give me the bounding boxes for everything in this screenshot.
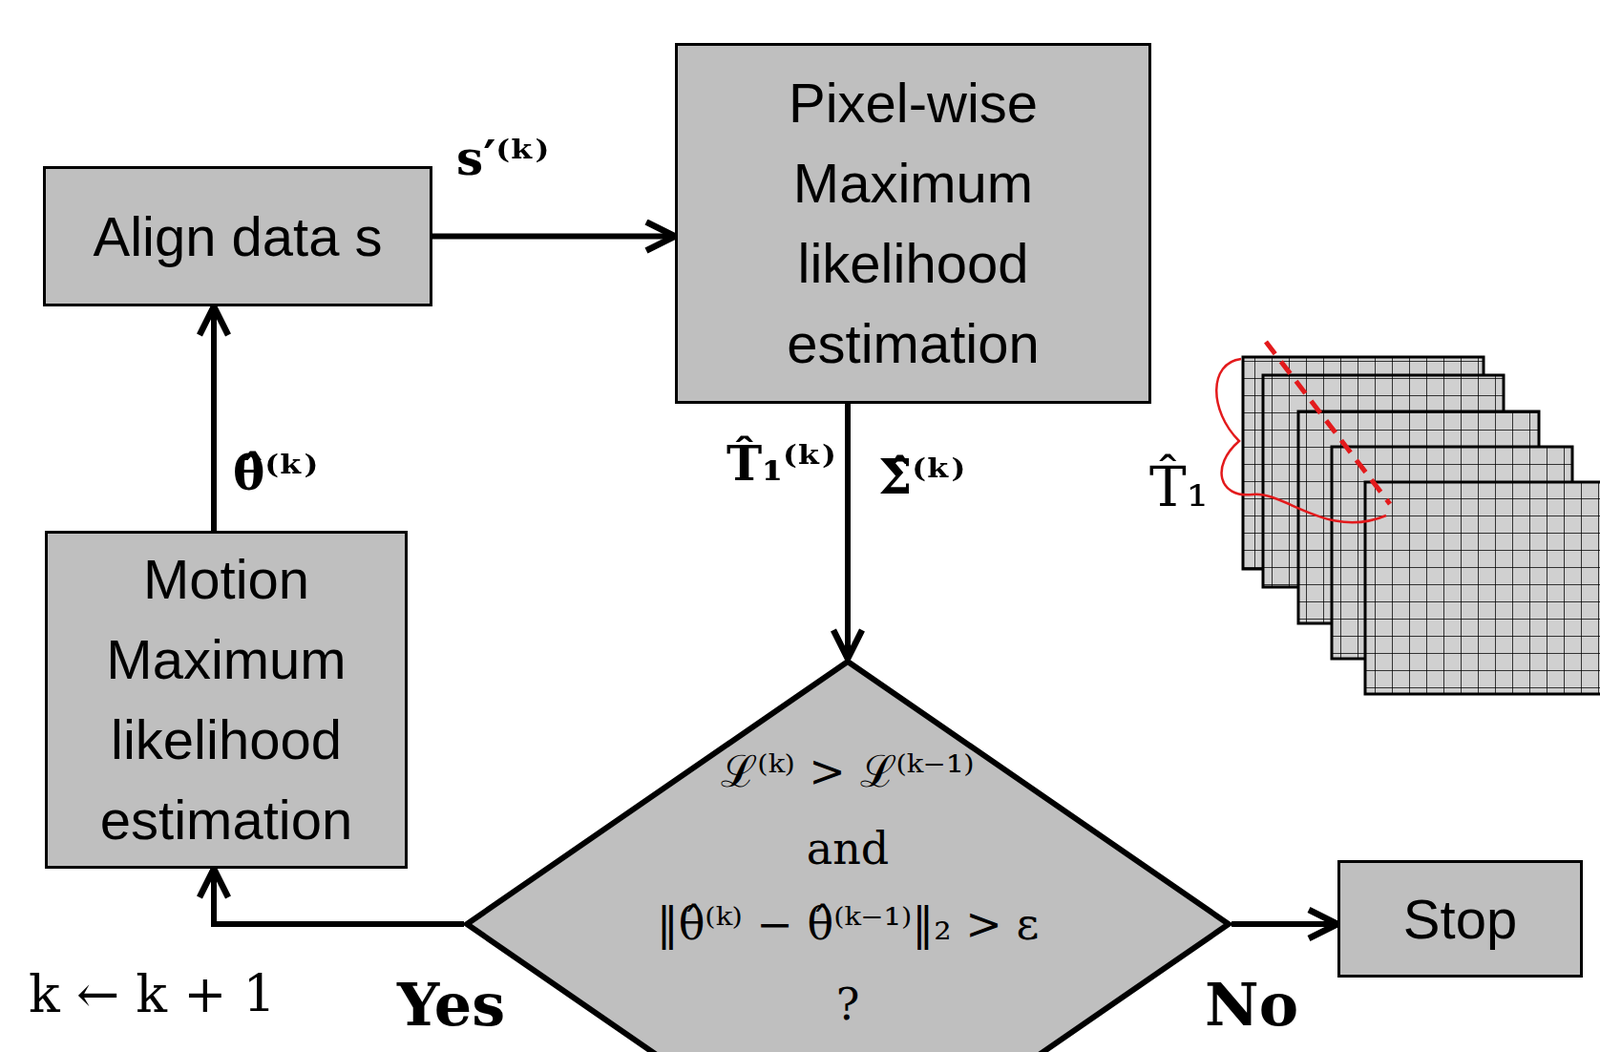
process-box: Motion Maximum likelihood estimation [44,530,408,869]
decision-diamond: ℒ⁽ᵏ⁾ > ℒ⁽ᵏ⁻¹⁾ and ‖θ̂⁽ᵏ⁾ − θ̂⁽ᵏ⁻¹⁾‖₂ > ε? [463,658,1232,1052]
dashed-line [1265,341,1390,505]
flow-arrow [210,306,217,531]
flow-arrow [844,403,851,659]
image-label: T̂₁ [1149,454,1209,520]
signal-label: Σ̂⁽ᵏ⁾ [878,448,966,506]
edge-label: Yes [397,969,506,1040]
image-stack [1242,357,1600,695]
box-text: Pixel-wise Maximum likelihood estimation [691,63,1136,384]
flow-arrow [432,233,675,240]
condition-text: and [463,820,1232,878]
edge-label: T̂₁⁽ᵏ⁾ [726,435,837,492]
terminal-box: Stop [1337,860,1583,978]
flow-arrow [1231,921,1338,927]
curve-mark [1216,358,1387,523]
edge-label: s′⁽ᵏ⁾ [456,129,549,187]
box-text: Align data s [92,196,382,277]
note-label: k ← k + 1 [28,964,276,1025]
edge-label: θ̂⁽ᵏ⁾ [232,444,318,502]
condition-text: ? [463,975,1232,1033]
edge-label: No [1204,969,1299,1040]
flow-arrow [213,868,464,925]
box-text: Stop [1403,879,1517,960]
condition-text: ‖θ̂⁽ᵏ⁾ − θ̂⁽ᵏ⁻¹⁾‖₂ > ε [463,895,1232,953]
process-box: Align data s [42,166,433,307]
condition-text: ℒ⁽ᵏ⁾ > ℒ⁽ᵏ⁻¹⁾ [463,742,1232,800]
box-text: Motion Maximum likelihood estimation [61,539,392,861]
process-box: Pixel-wise Maximum likelihood estimation [674,42,1152,404]
